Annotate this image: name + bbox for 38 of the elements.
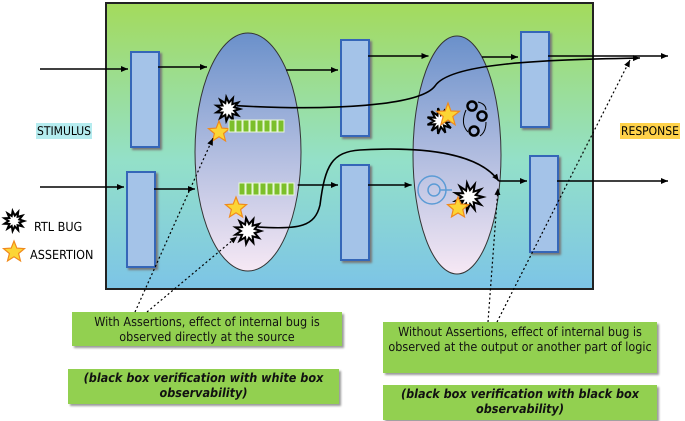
logic-ellipse (412, 35, 502, 275)
arrow (236, 55, 640, 108)
register-box (126, 171, 156, 268)
register-box (130, 51, 160, 148)
callout-note: Without Assertions, effect of internal bug is observed at the output or another part of logic (383, 322, 657, 373)
bug-icon (214, 96, 242, 122)
leader-line (487, 188, 500, 322)
legend-text: RTL BUG (34, 219, 82, 234)
arrow (548, 53, 668, 59)
leader-line (496, 60, 631, 322)
legend-text: ASSERTION (30, 247, 94, 262)
arrow (368, 182, 412, 188)
arrow (298, 182, 338, 188)
leader-line (146, 236, 238, 312)
arrow (40, 66, 128, 72)
register-box (520, 31, 550, 128)
callout-note: With Assertions, effect of internal bug is observed directly at the source (72, 312, 342, 346)
arrow (286, 67, 338, 73)
arrow (158, 64, 207, 70)
arrow (498, 178, 527, 184)
logic-ellipse (194, 32, 302, 272)
arrow (482, 54, 518, 60)
arrow (40, 184, 124, 190)
arrow (557, 178, 668, 184)
arrow (154, 186, 195, 192)
design-block (105, 2, 594, 290)
callout-note: (black box verification with black box observability) (383, 385, 657, 420)
bug-icon (232, 217, 264, 245)
star-icon (207, 119, 231, 143)
register-box (529, 155, 559, 253)
register-box (340, 164, 370, 261)
leader-line (134, 138, 214, 312)
star-icon (224, 195, 248, 219)
signal-label: STIMULUS (36, 123, 92, 139)
register-box (340, 39, 370, 137)
signal-label: RESPONSE (620, 123, 680, 139)
callout-note: (black box verification with white box observability) (68, 369, 339, 404)
arrow (368, 53, 428, 59)
